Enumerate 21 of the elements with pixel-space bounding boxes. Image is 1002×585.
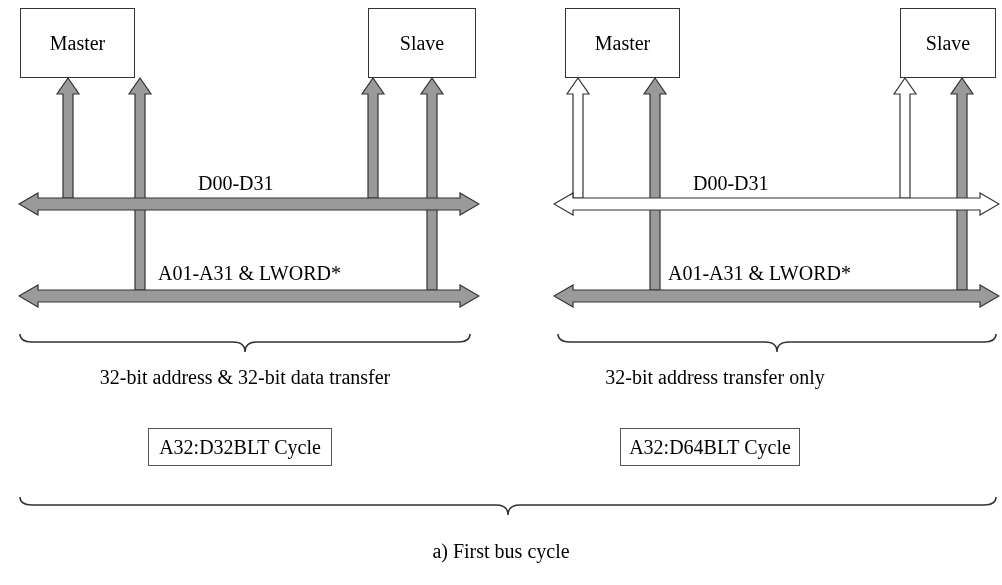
device-box: Slave	[900, 8, 996, 78]
bus-arrow	[360, 76, 386, 199]
bus-arrow	[565, 76, 591, 199]
device-box: Master	[20, 8, 135, 78]
bus-label: D00-D31	[198, 172, 274, 195]
bus-label: D00-D31	[693, 172, 769, 195]
cycle-label: A32:D32BLT Cycle	[148, 428, 332, 466]
bus-arrow	[642, 76, 668, 291]
description-text: 32-bit address transfer only	[605, 366, 825, 389]
device-box: Slave	[368, 8, 476, 78]
bus-arrow	[419, 76, 445, 291]
bus-arrow	[892, 76, 918, 199]
bus-label: A01-A31 & LWORD*	[668, 262, 851, 285]
bus-arrow	[127, 76, 153, 291]
device-box: Master	[565, 8, 680, 78]
bus-arrow	[949, 76, 975, 291]
caption: a) First bus cycle	[432, 540, 570, 563]
description-text: 32-bit address & 32-bit data transfer	[99, 366, 391, 389]
bus-label: A01-A31 & LWORD*	[158, 262, 341, 285]
bus-arrow	[55, 76, 81, 199]
cycle-label: A32:D64BLT Cycle	[620, 428, 800, 466]
